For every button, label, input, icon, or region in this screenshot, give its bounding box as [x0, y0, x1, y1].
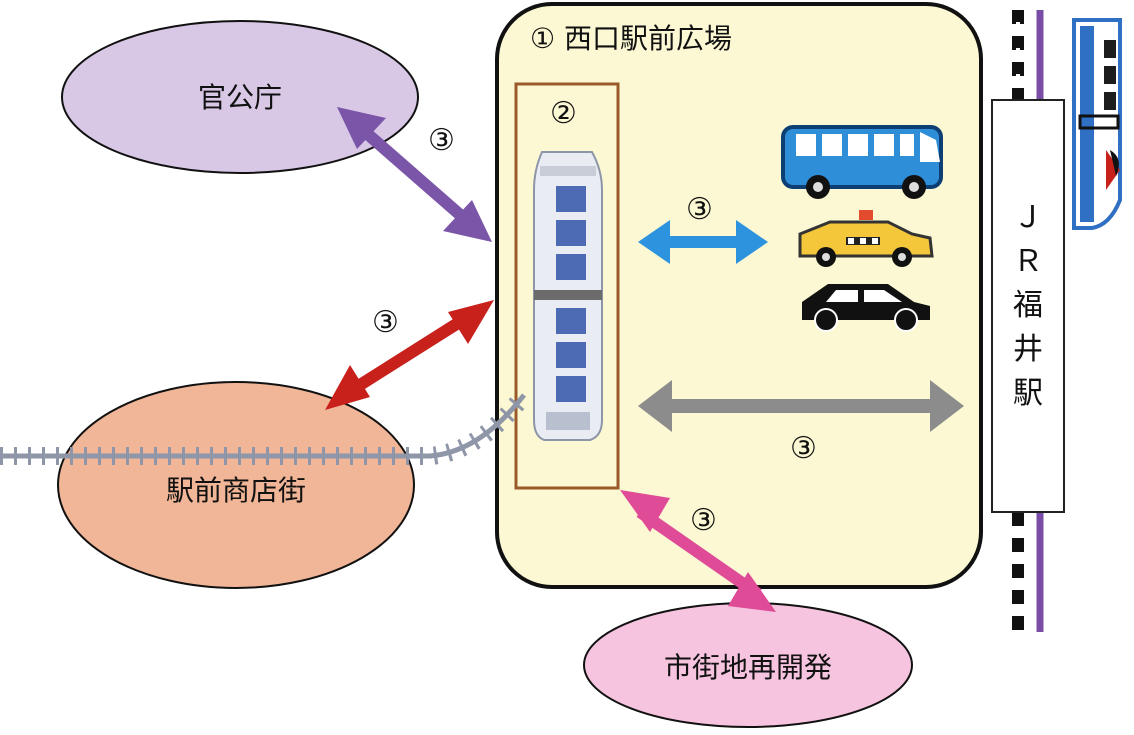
jr-train-icon — [1072, 18, 1122, 230]
bus-icon — [781, 125, 943, 199]
arrow-tram-jr — [638, 380, 964, 432]
station-char-1: Ｊ — [1013, 200, 1043, 235]
station-char-5: 駅 — [1013, 376, 1043, 411]
redevelopment-label: 市街地再開発 — [664, 651, 832, 684]
shopping-street-ellipse — [57, 381, 415, 589]
marker-government: ③ — [428, 123, 455, 158]
station-char-4: 井 — [1013, 332, 1043, 367]
taxi-icon — [798, 210, 934, 267]
tram-terminal-box — [514, 82, 620, 490]
tram-rail-track — [0, 389, 532, 465]
arrow-tram-vehicles — [638, 220, 768, 264]
arrow-government-plaza — [337, 107, 492, 242]
station-char-3: 福 — [1013, 288, 1043, 323]
marker-jr: ③ — [790, 431, 817, 466]
marker-shopping: ③ — [372, 305, 399, 340]
marker-redevelopment: ③ — [690, 503, 717, 538]
station-char-2: Ｒ — [1013, 244, 1043, 279]
plaza-label: ① 西口駅前広場 — [530, 22, 732, 55]
arrow-terminal-redevelopment — [620, 490, 776, 612]
jr-fukui-station — [991, 99, 1065, 513]
tram-vehicle-icon — [533, 151, 603, 441]
car-icon — [802, 284, 930, 332]
arrow-shopping-plaza — [325, 300, 494, 410]
shopping-street-label: 駅前商店街 — [166, 474, 306, 507]
government-label: 官公庁 — [198, 81, 282, 114]
jr-railway-track — [1012, 10, 1044, 632]
marker-vehicles: ③ — [686, 192, 713, 227]
terminal-label: ② — [550, 96, 577, 131]
government-offices-ellipse — [61, 20, 419, 174]
